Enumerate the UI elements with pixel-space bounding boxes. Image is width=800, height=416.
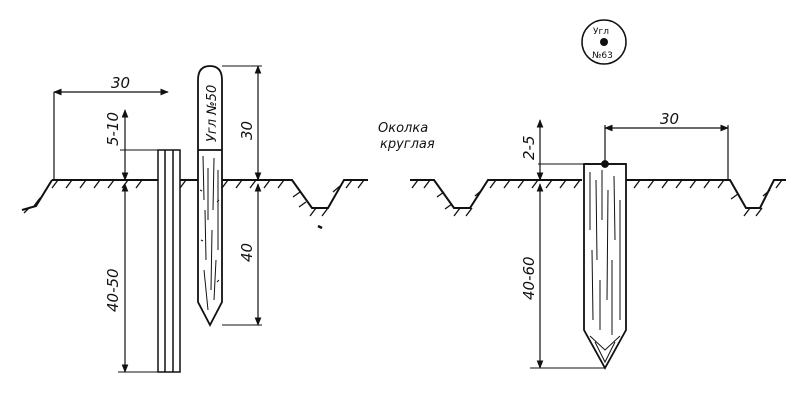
- left-ground-slope: [21, 179, 53, 211]
- marker-stake: [197, 65, 223, 327]
- right-spacing-label: 30: [660, 110, 679, 128]
- top-view-text-top: Угл: [593, 27, 609, 37]
- left-ground-hatching: [23, 179, 365, 230]
- right-depth-label: 40-60: [520, 256, 538, 300]
- left-above-ground-label: 5-10: [104, 112, 122, 146]
- right-above-ground-label: 2-5: [520, 136, 538, 161]
- right-figure: [410, 19, 786, 370]
- round-stake: [583, 160, 627, 370]
- stake-below-label: 40: [238, 243, 256, 262]
- left-depth-label: 40-50: [104, 268, 122, 312]
- stake-type-label-line1: Околка: [378, 121, 428, 136]
- stake-inscription: Угл №50: [205, 85, 220, 142]
- stake-top-view: [581, 19, 627, 65]
- left-figure: [21, 65, 368, 373]
- left-spacing-label: 30: [111, 74, 130, 92]
- right-ground-hatching: [411, 179, 783, 217]
- metal-pipe: [157, 149, 181, 373]
- left-ground-line: [52, 179, 368, 209]
- stake-top-label: 30: [238, 121, 256, 140]
- top-view-text-bottom: №63: [592, 51, 613, 61]
- stake-type-label-line2: круглая: [380, 137, 435, 152]
